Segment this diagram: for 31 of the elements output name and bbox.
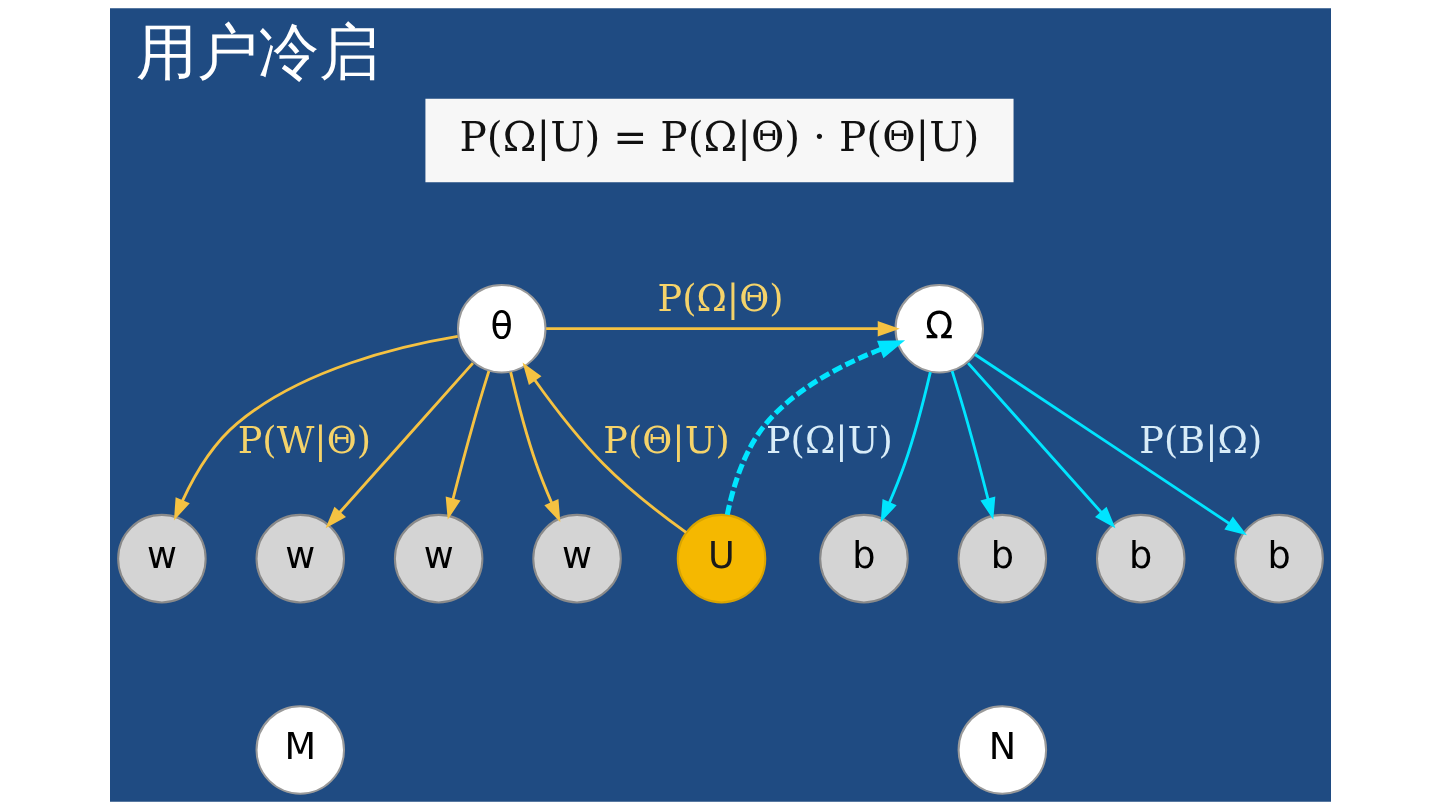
node-circle: Ω	[894, 283, 984, 374]
edge-label: P(Ω|U)	[765, 418, 893, 462]
edge-label: P(W|Θ)	[237, 418, 371, 462]
node-circle: w	[393, 513, 483, 604]
arrow	[880, 371, 932, 523]
edge-label: P(Ω|Θ)	[657, 277, 783, 321]
arrow	[950, 370, 995, 520]
node-circle: b	[1233, 513, 1324, 604]
node-circle: b	[1095, 513, 1185, 604]
node-circle: w	[531, 513, 622, 604]
node-circle: N	[957, 705, 1047, 795]
node-box: P(Ω|U) = P(Ω|Θ) · P(Θ|U)	[424, 98, 1014, 183]
node-circle: b	[957, 513, 1047, 604]
node-circle: θ	[456, 283, 546, 374]
arrow	[973, 353, 1247, 536]
edge-label: P(Θ|U)	[602, 418, 730, 462]
arrow	[545, 321, 900, 337]
arrow	[522, 362, 687, 534]
node-circle: b	[818, 513, 909, 604]
arrow	[724, 340, 905, 516]
diagram-title: 用户冷启	[135, 16, 380, 88]
node-circle: M	[255, 705, 345, 795]
arrow	[966, 362, 1115, 529]
node-circle: w	[255, 513, 345, 604]
arrow	[445, 370, 490, 520]
arrow	[508, 371, 560, 523]
node-circle: U	[676, 513, 766, 604]
node-circle: w	[116, 513, 207, 604]
arrow	[173, 335, 458, 521]
arrow	[325, 362, 474, 529]
edge-label: P(B|Ω)	[1138, 418, 1262, 462]
